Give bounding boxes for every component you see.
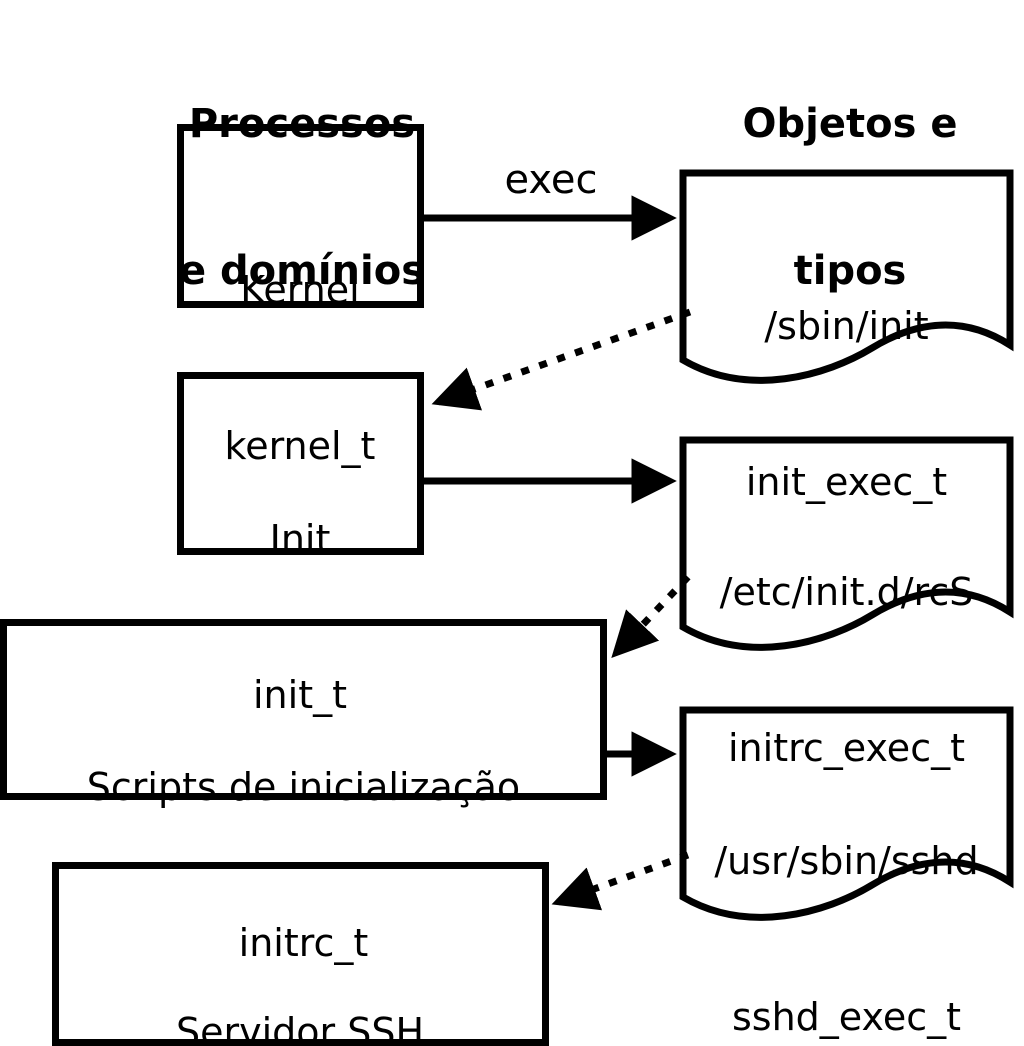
process-box-sshd bbox=[52, 862, 549, 1046]
document-shape-etc-initd-rcs bbox=[679, 436, 1014, 651]
document-shape-sbin-init bbox=[679, 169, 1014, 384]
process-type: kernel_t bbox=[224, 424, 376, 468]
exec-arrow-label: exec bbox=[504, 157, 598, 203]
process-label-initrc: Scripts de inicialização initrc_t bbox=[7, 657, 600, 1046]
object-type: init_exec_t bbox=[745, 460, 948, 504]
object-path: /sbin/init bbox=[764, 304, 929, 348]
object-type: initrc_exec_t bbox=[728, 726, 965, 770]
transition-arrow-sbin-init-to-init bbox=[431, 308, 692, 411]
column-header-processes: Processos e domínios bbox=[100, 2, 504, 394]
column-header-objects: Objetos e tipos bbox=[648, 2, 1024, 394]
column-header-processes-line1: Processos bbox=[188, 101, 416, 147]
object-label-etc-initd-rcs: /etc/init.d/rcS initrc_exec_t bbox=[687, 462, 1006, 878]
transition-arrow-rcs-to-initrc bbox=[611, 574, 691, 658]
column-header-objects-line2: tipos bbox=[793, 248, 907, 294]
process-label-sshd: Servidor SSH sshd_t bbox=[59, 902, 541, 1046]
column-header-objects-line1: Objetos e bbox=[742, 101, 958, 147]
transition-arrow-sshd-exec-to-sshd bbox=[551, 851, 690, 911]
process-type: init_t bbox=[253, 673, 347, 717]
object-path: /usr/sbin/sshd bbox=[714, 839, 979, 883]
process-name: Init bbox=[269, 517, 331, 561]
process-type: initrc_t bbox=[238, 921, 369, 965]
document-shape-usr-sbin-sshd bbox=[679, 706, 1014, 921]
process-box-init bbox=[177, 372, 424, 555]
object-path: /etc/init.d/rcS bbox=[719, 570, 974, 614]
object-label-usr-sbin-sshd: /usr/sbin/sshd sshd_exec_t bbox=[687, 731, 1006, 1046]
column-header-processes-line2: e domínios bbox=[178, 248, 426, 294]
process-name: Kernel bbox=[240, 268, 360, 312]
process-box-initrc bbox=[0, 619, 607, 800]
object-label-sbin-init: /sbin/init init_exec_t bbox=[687, 196, 1006, 612]
process-label-init: Init init_t bbox=[184, 409, 416, 825]
process-label-kernel: Kernel kernel_t bbox=[184, 160, 416, 576]
process-name: Servidor SSH bbox=[175, 1010, 425, 1046]
object-type: sshd_exec_t bbox=[731, 995, 961, 1039]
process-name: Scripts de inicialização bbox=[86, 765, 521, 809]
process-box-kernel bbox=[177, 124, 424, 308]
